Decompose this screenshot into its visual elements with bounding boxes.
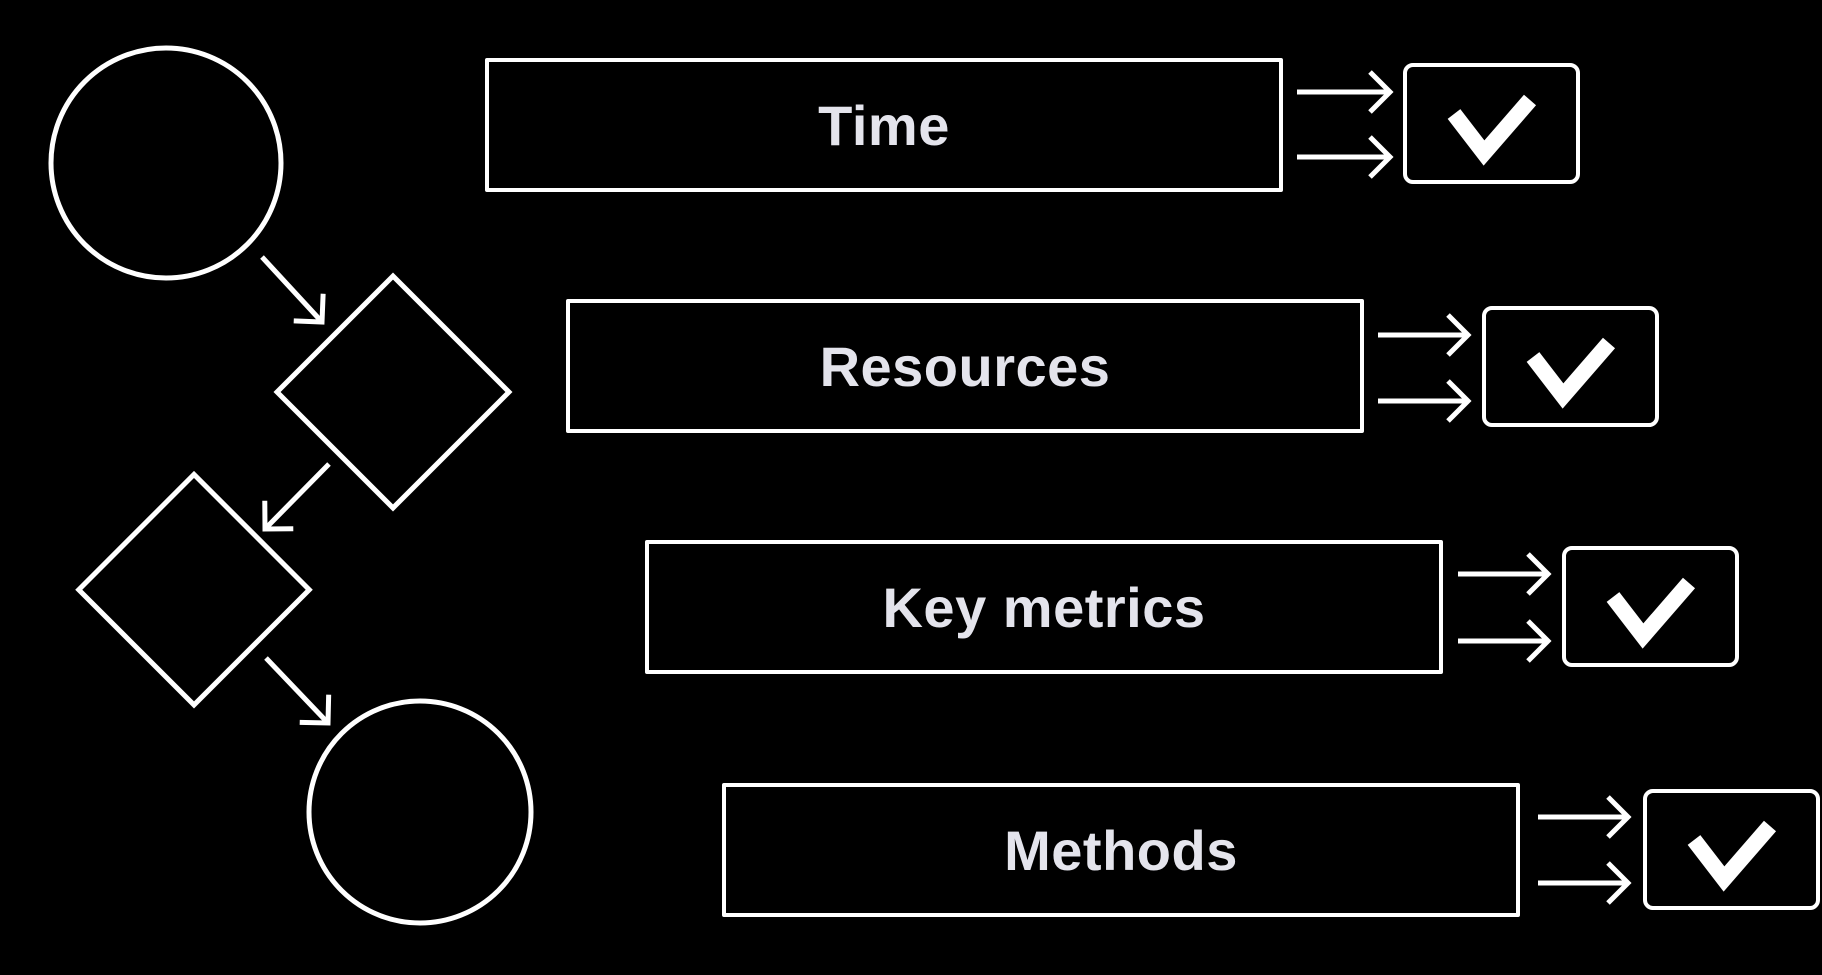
end-circle <box>306 698 534 926</box>
start-circle <box>48 45 284 281</box>
arrow-start-to-diamond-1 <box>260 255 326 325</box>
arrow-diamond-2-to-end <box>264 656 332 726</box>
checkmark-icon <box>1687 820 1777 892</box>
checkbox-resources <box>1482 306 1659 427</box>
checkmark-icon <box>1526 337 1616 409</box>
label-resources: Resources <box>819 334 1111 398</box>
checkbox-time <box>1403 63 1580 184</box>
decision-diamond-1 <box>273 272 513 512</box>
checkmark-icon <box>1447 94 1537 166</box>
label-key-metrics: Key metrics <box>882 575 1206 639</box>
checkmark-icon <box>1606 577 1696 649</box>
label-methods: Methods <box>1004 818 1238 882</box>
checkbox-methods <box>1643 789 1820 910</box>
arrow-diamond-1-to-diamond-2 <box>262 462 331 532</box>
label-box-time: Time <box>485 58 1283 192</box>
decision-diamond-2 <box>75 470 313 709</box>
label-box-key-metrics: Key metrics <box>645 540 1443 674</box>
checkbox-key-metrics <box>1562 546 1739 667</box>
label-box-resources: Resources <box>566 299 1364 433</box>
label-time: Time <box>818 93 950 157</box>
label-box-methods: Methods <box>722 783 1520 917</box>
